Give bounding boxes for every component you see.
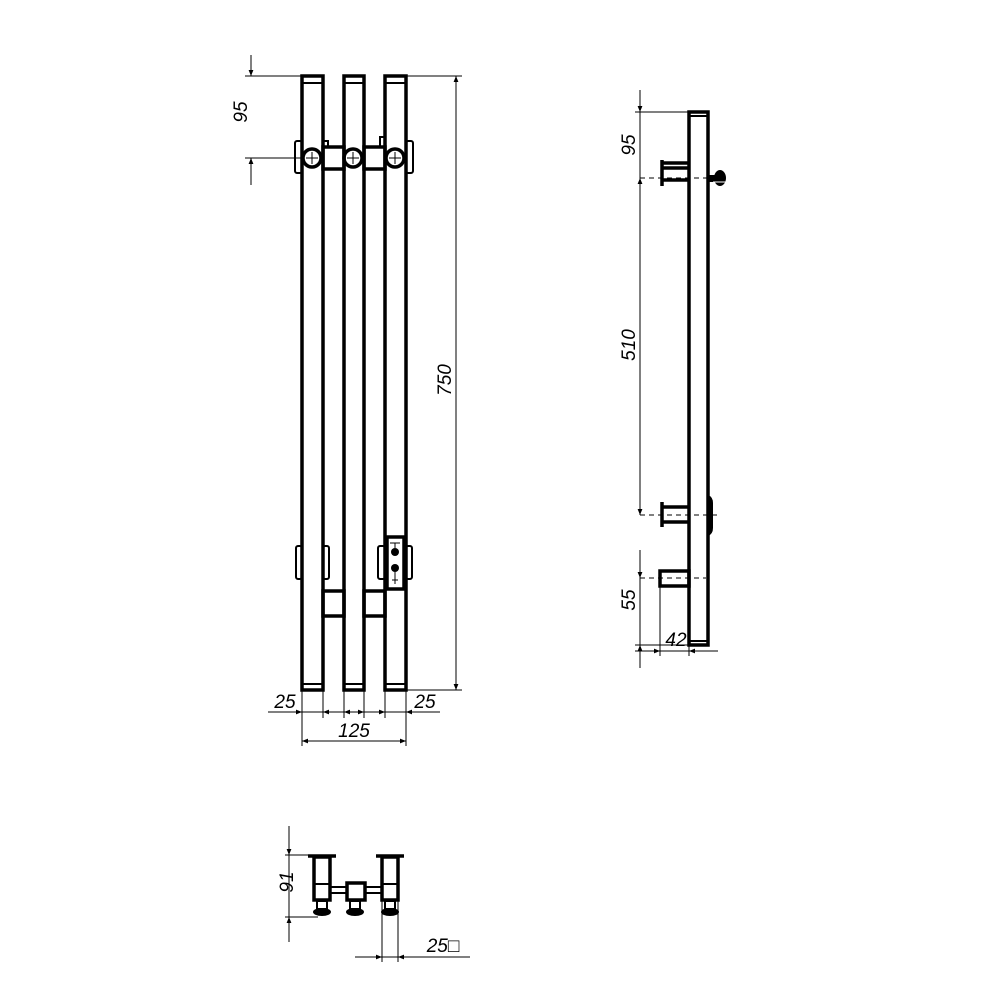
dim-label: 25 <box>413 692 436 713</box>
nut-icon <box>313 900 399 916</box>
front-tubes <box>300 74 408 692</box>
tube-middle <box>342 74 366 692</box>
dim-front-95: 95 <box>231 55 302 185</box>
top-crossbar <box>294 136 414 174</box>
mount-hole-icon <box>342 147 364 169</box>
heating-element-control-icon <box>385 535 406 591</box>
mount-hole-icon <box>384 147 406 169</box>
dim-label: 55 <box>619 589 640 611</box>
front-view: 95 750 25 25 125 <box>231 55 462 746</box>
dim-label: 25 <box>273 692 296 713</box>
dim-label: 95 <box>231 101 252 123</box>
knob-icon <box>708 170 727 186</box>
dim-label: 95 <box>619 134 640 156</box>
dim-label: 510 <box>619 329 640 361</box>
dim-label: 25□ <box>426 936 460 957</box>
side-view: 95 510 55 42 <box>619 90 727 668</box>
mount-hole-icon <box>301 147 323 169</box>
bottom-pipe <box>658 569 691 588</box>
dim-label: 91 <box>277 871 298 892</box>
dim-front-750: 750 <box>406 75 462 691</box>
dim-label: 42 <box>665 630 687 651</box>
mount-bracket-bottom <box>660 502 689 527</box>
tube-left <box>300 74 325 692</box>
bottom-view: 91 25□ <box>277 826 470 962</box>
dim-label: 125 <box>338 721 370 742</box>
dim-label: 750 <box>435 364 456 396</box>
side-panel <box>687 110 710 647</box>
bottom-brackets <box>295 535 413 618</box>
mount-bracket-top <box>660 160 689 186</box>
dim-front-widths: 25 25 125 <box>268 690 440 746</box>
tube-right <box>383 74 408 692</box>
